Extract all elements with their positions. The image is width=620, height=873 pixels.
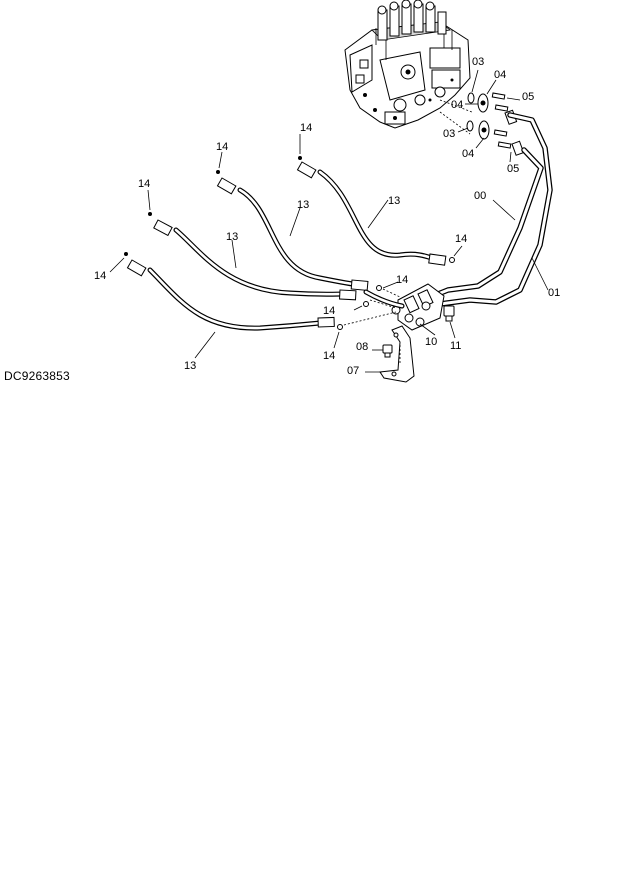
callout-14: 14 bbox=[94, 270, 106, 282]
callout-14: 14 bbox=[323, 350, 335, 362]
manifold-block bbox=[391, 283, 445, 331]
callout-00: 00 bbox=[474, 190, 486, 202]
callout-13: 13 bbox=[388, 195, 400, 207]
flange-kit-upper bbox=[467, 92, 518, 125]
callout-14: 14 bbox=[300, 122, 312, 134]
hose-2 bbox=[216, 177, 369, 291]
callout-14: 14 bbox=[396, 274, 408, 286]
callout-04: 04 bbox=[462, 148, 474, 160]
callout-14: 14 bbox=[455, 233, 467, 245]
flange-kit-lower bbox=[466, 120, 525, 156]
callout-14: 14 bbox=[138, 178, 150, 190]
callout-10: 10 bbox=[425, 336, 437, 348]
callout-14: 14 bbox=[323, 305, 335, 317]
callout-13: 13 bbox=[297, 199, 309, 211]
rigid-pipe-01 bbox=[415, 112, 553, 315]
plug-fitting bbox=[443, 305, 455, 322]
hose-3 bbox=[153, 219, 357, 301]
callout-05: 05 bbox=[507, 163, 519, 175]
callout-04: 04 bbox=[494, 69, 506, 81]
hose-4 bbox=[126, 259, 335, 331]
callout-13: 13 bbox=[226, 231, 238, 243]
control-valve-assembly bbox=[344, 0, 473, 135]
callout-11: 11 bbox=[450, 340, 461, 352]
o-ring-seals bbox=[124, 156, 455, 330]
drawing-id-label: DC9263853 bbox=[4, 369, 70, 383]
callout-01: 01 bbox=[548, 287, 560, 299]
hose-1 bbox=[296, 161, 447, 266]
callout-13: 13 bbox=[184, 360, 196, 372]
rigid-pipe-00 bbox=[425, 147, 544, 301]
callout-labels: 03 04 04 05 03 04 05 00 01 10 11 08 07 1… bbox=[94, 56, 560, 377]
callout-04: 04 bbox=[451, 99, 463, 111]
callout-05: 05 bbox=[522, 91, 534, 103]
mounting-bracket bbox=[379, 325, 415, 383]
callout-07: 07 bbox=[347, 365, 359, 377]
callout-03: 03 bbox=[472, 56, 484, 68]
callout-03: 03 bbox=[443, 128, 455, 140]
callout-08: 08 bbox=[356, 341, 368, 353]
hose-5 bbox=[363, 289, 405, 309]
bracket-bolt bbox=[382, 344, 393, 358]
callout-14: 14 bbox=[216, 141, 228, 153]
leader-lines bbox=[109, 69, 549, 373]
